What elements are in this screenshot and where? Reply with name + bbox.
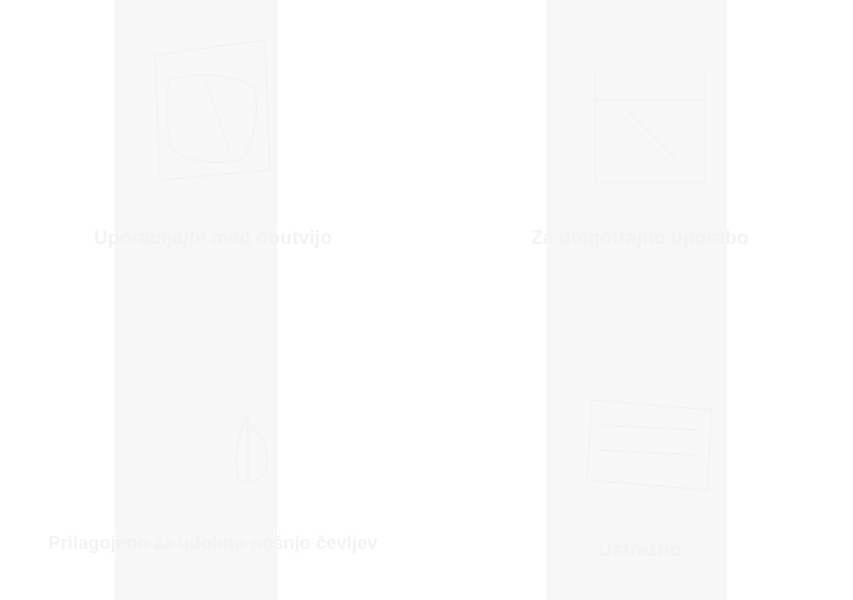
shoe-sole-icon — [115, 0, 277, 300]
tile-usage: Uporabljajte med obutvijo — [0, 0, 426, 300]
box-icon — [547, 0, 727, 300]
foot-icon — [115, 300, 277, 600]
tile-comfort: Prilagojeno za udobno nošnjo čevljev — [0, 300, 426, 600]
tile-usage-label: Uporabljajte med obutvijo — [93, 228, 333, 249]
tile-durability: Za dolgotrajno uporabo — [427, 0, 853, 300]
tile-comfort-label: Prilagojeno za udobno nošnjo čevljev — [48, 533, 378, 553]
tag-icon — [547, 300, 727, 600]
tile-durability-label: Za dolgotrajno uporabo — [531, 228, 749, 249]
tile-fit: Ustrezno — [427, 300, 853, 600]
tile-fit-label: Ustrezno — [598, 540, 682, 561]
